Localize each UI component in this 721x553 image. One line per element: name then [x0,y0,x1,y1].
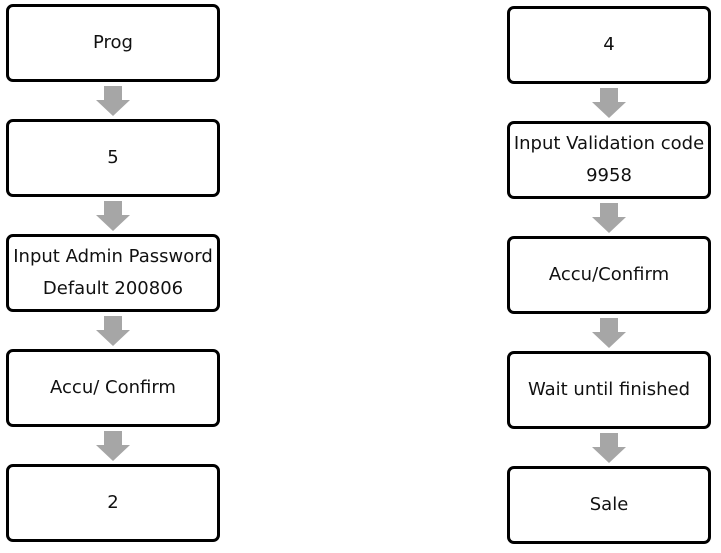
down-arrow-icon [592,88,626,118]
step-box-sale: Sale [507,466,711,544]
down-arrow-icon [592,203,626,233]
down-arrow-icon [592,318,626,348]
step-label: 4 [603,34,615,55]
step-label: Accu/Confirm [548,264,670,285]
down-arrow-icon [96,431,130,461]
step-box-prog: Prog [6,4,220,82]
step-box-2: 2 [6,464,220,542]
down-arrow-icon [96,86,130,116]
step-label: Wait until finished [527,379,691,400]
step-sublabel: Default 200806 [42,278,184,299]
step-box-admin-password: Input Admin Password Default 200806 [6,234,220,312]
step-label: Sale [589,494,629,515]
step-label: 2 [107,492,119,513]
step-box-5: 5 [6,119,220,197]
step-sublabel: 9958 [586,165,632,186]
step-box-accu-confirm-right: Accu/Confirm [507,236,711,314]
step-label: Input Validation code [513,133,705,154]
step-label: Input Admin Password [13,246,213,267]
step-label: 5 [107,147,119,168]
step-box-accu-confirm: Accu/ Confirm [6,349,220,427]
down-arrow-icon [96,316,130,346]
step-box-validation-code: Input Validation code 9958 [507,121,711,199]
down-arrow-icon [592,433,626,463]
down-arrow-icon [96,201,130,231]
step-label: Accu/ Confirm [50,377,176,398]
step-box-4: 4 [507,6,711,84]
step-box-wait: Wait until finished [507,351,711,429]
step-label: Prog [93,32,133,53]
